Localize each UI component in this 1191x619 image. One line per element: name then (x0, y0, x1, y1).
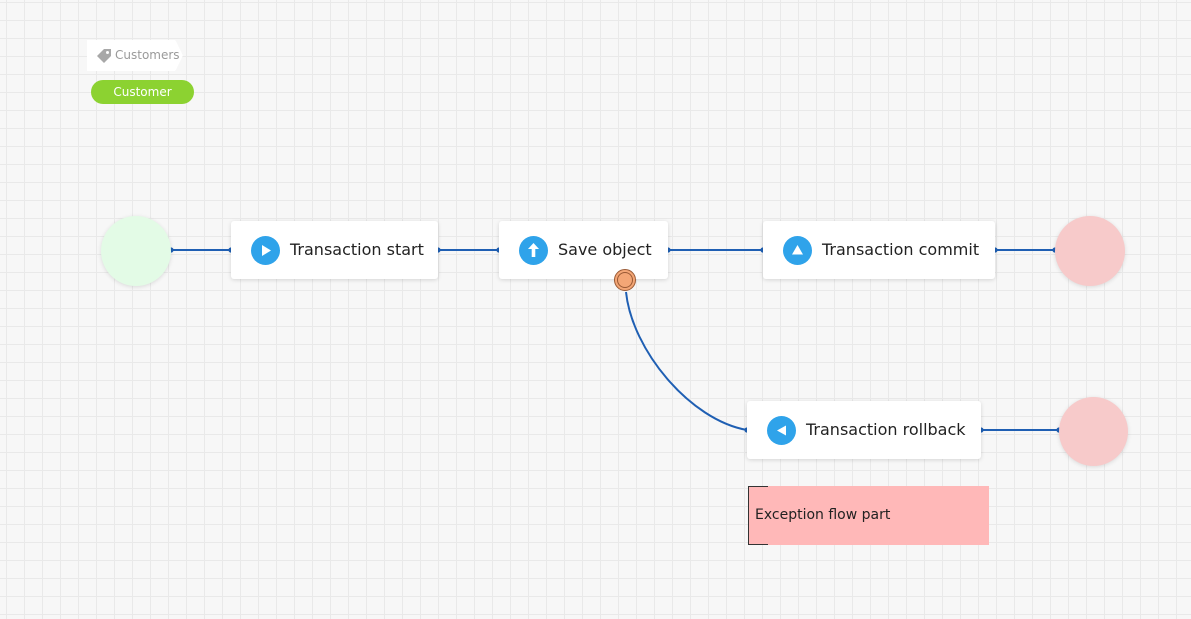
end-event-commit[interactable] (1055, 216, 1125, 286)
task-save-object[interactable]: Save object (499, 221, 668, 279)
text-annotation[interactable]: Exception flow part (748, 486, 989, 545)
task-label: Transaction rollback (806, 420, 966, 439)
tag-icon (97, 49, 111, 63)
group-tag[interactable]: Customers (87, 40, 183, 71)
task-transaction-start[interactable]: Transaction start (231, 221, 438, 279)
play-icon (251, 236, 280, 265)
group-tag-label: Customers (115, 48, 180, 62)
task-transaction-commit[interactable]: Transaction commit (763, 221, 995, 279)
flow-exception-to-transaction-rollback[interactable] (625, 291, 748, 431)
task-label: Transaction start (290, 240, 424, 259)
triangle-up-icon (783, 236, 812, 265)
task-label: Transaction commit (822, 240, 980, 259)
task-label: Save object (558, 240, 652, 259)
boundary-error-event[interactable] (614, 269, 636, 291)
end-event-rollback[interactable] (1059, 397, 1128, 466)
arrow-up-icon (519, 236, 548, 265)
boundary-event-ring (617, 272, 633, 288)
triangle-left-icon (767, 416, 796, 445)
entity-tag[interactable]: Customer (91, 80, 194, 104)
annotation-text: Exception flow part (755, 507, 891, 523)
annotation-bracket (748, 486, 768, 545)
start-event[interactable] (101, 216, 171, 286)
task-transaction-rollback[interactable]: Transaction rollback (747, 401, 981, 459)
